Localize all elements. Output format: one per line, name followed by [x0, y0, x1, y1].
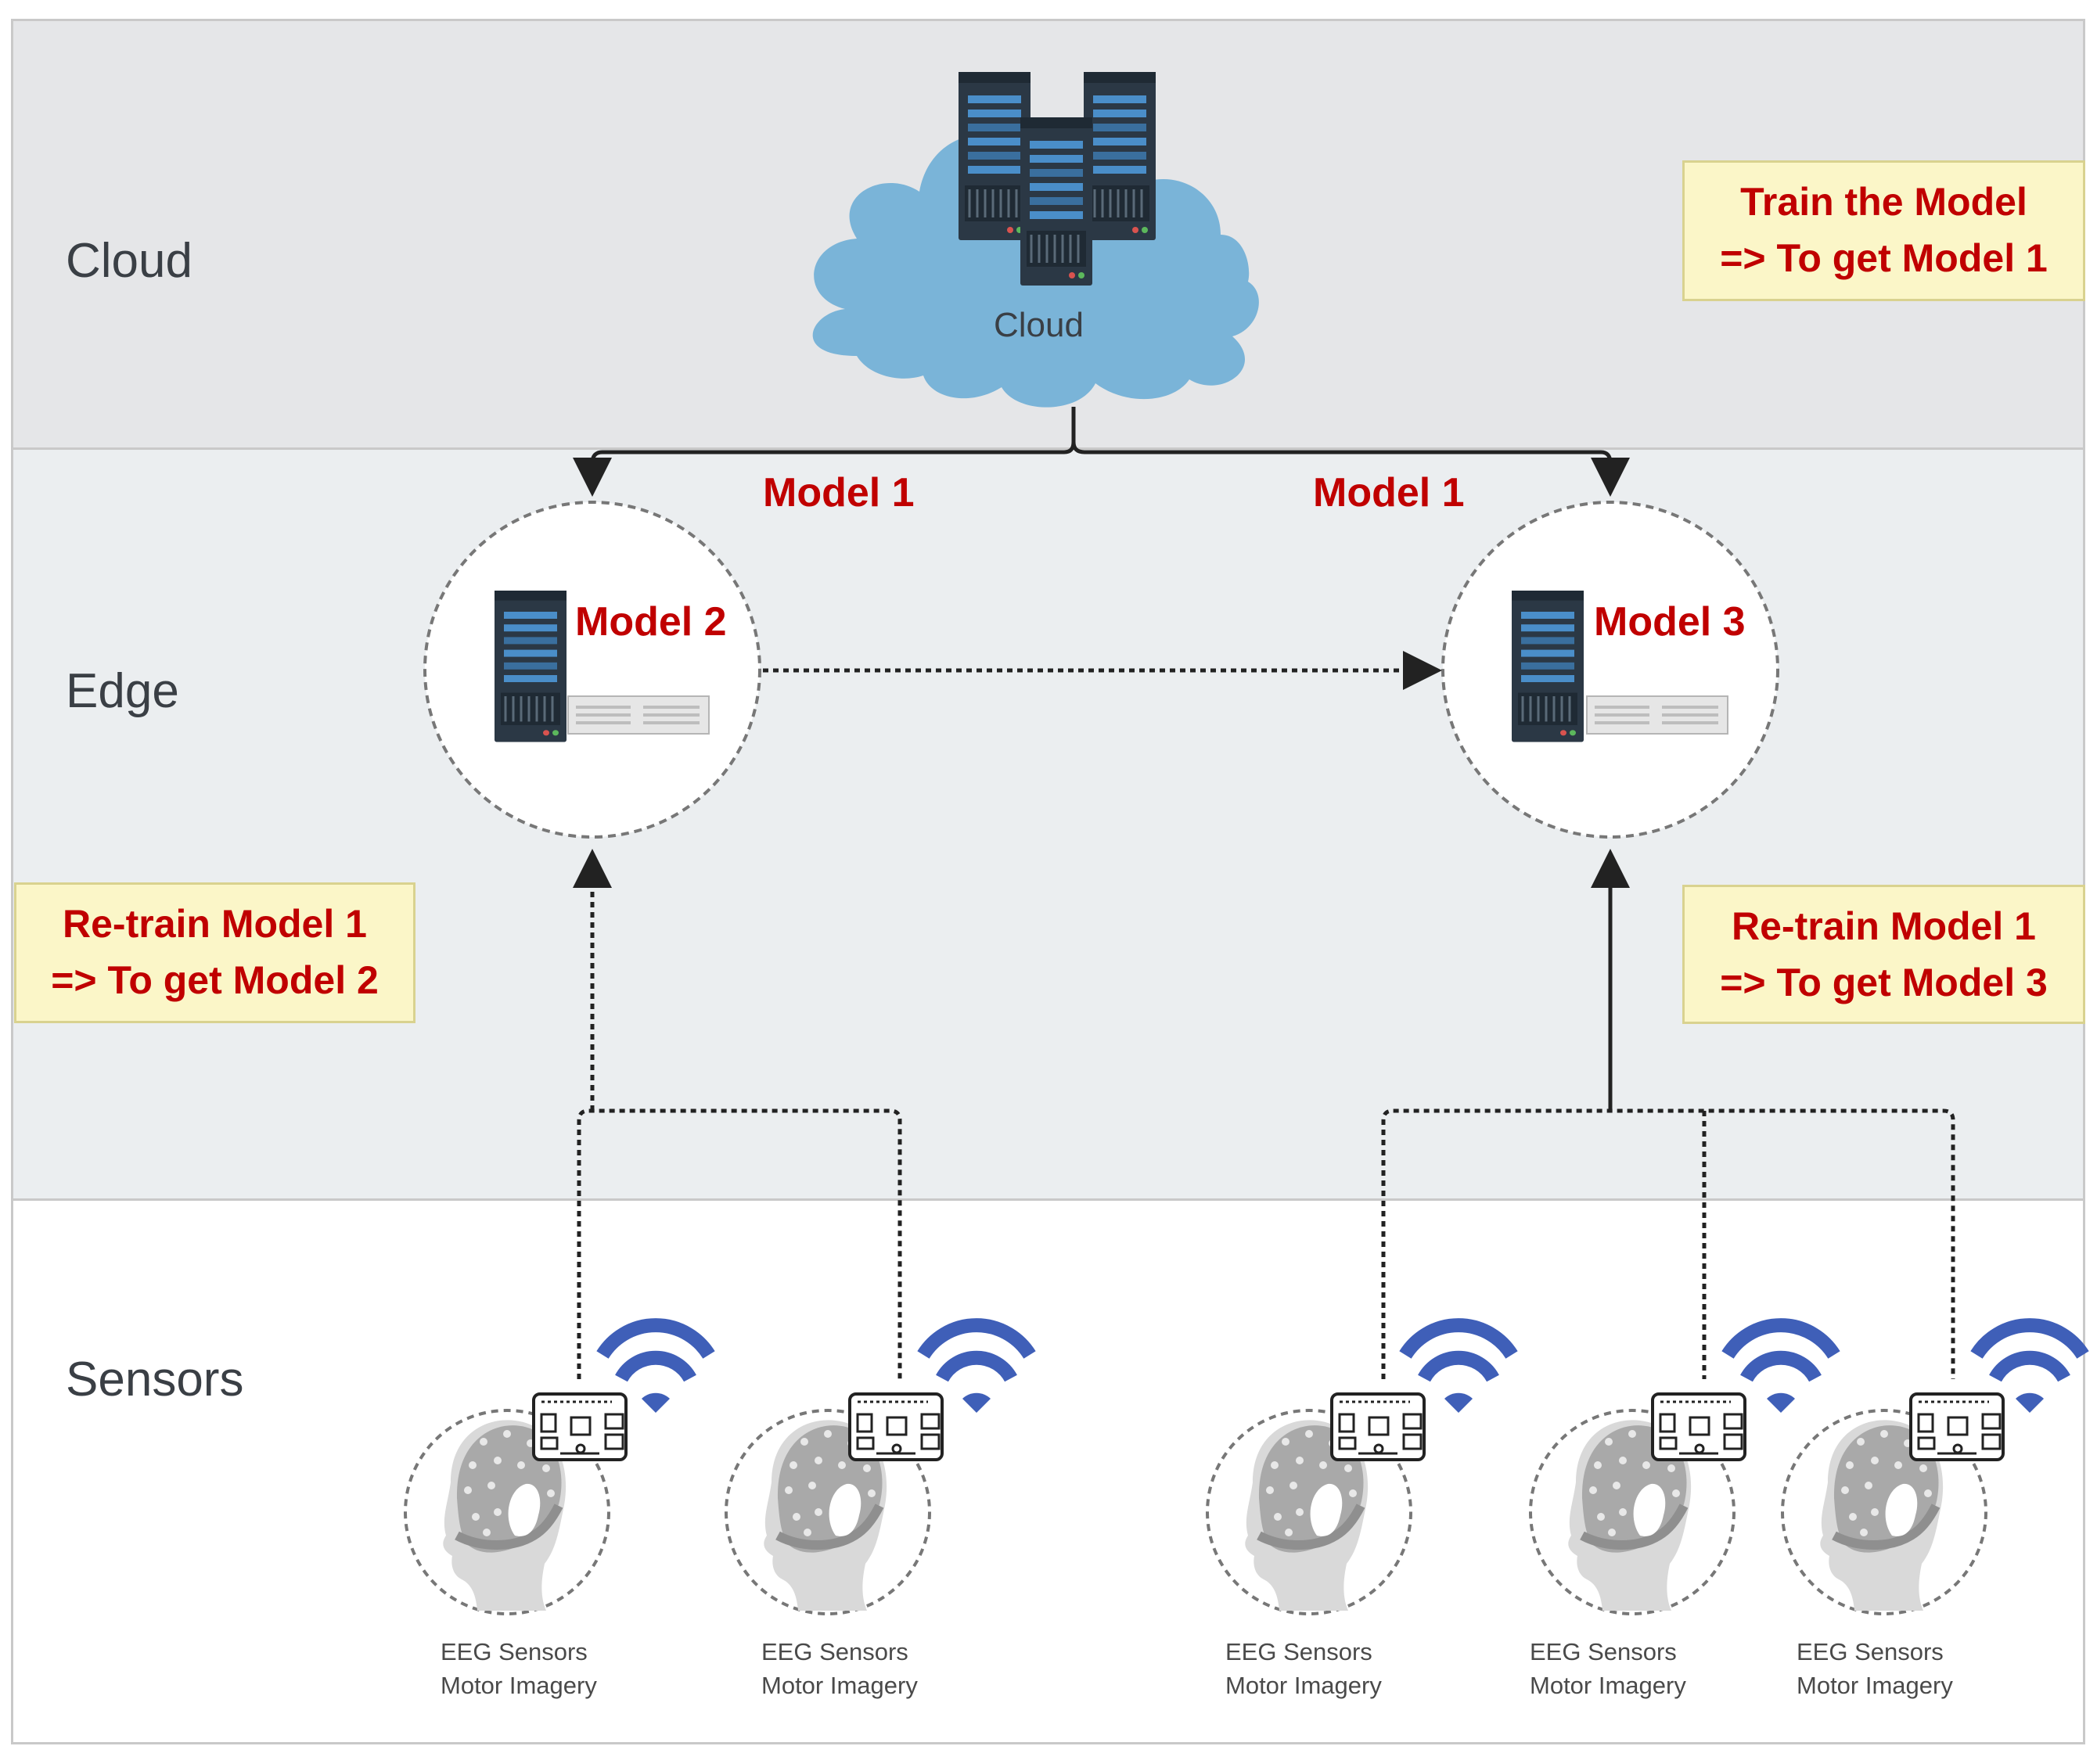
tier-label-sensors: Sensors — [66, 1353, 244, 1407]
tier-label-edge: Edge — [66, 664, 179, 718]
sensor-unit-5 — [1782, 1325, 2083, 1614]
sensor-caption-5: EEG Sensors Motor Imagery — [1797, 1635, 1953, 1702]
cloud-to-edge-connectors — [573, 407, 1630, 497]
sensor-unit-4 — [1530, 1325, 1834, 1614]
sensor-caption-2-line1: EEG Sensors — [761, 1638, 908, 1665]
sensor-caption-1-line2: Motor Imagery — [441, 1672, 597, 1699]
note-train-model: Train the Model => To get Model 1 — [1682, 160, 2085, 301]
sensor-caption-4-line1: EEG Sensors — [1530, 1638, 1677, 1665]
note-retrain-left-line2: => To get Model 2 — [51, 958, 379, 1002]
sensor-caption-1-line1: EEG Sensors — [441, 1638, 588, 1665]
note-retrain-right-line1: Re-train Model 1 — [1732, 904, 2036, 948]
sensor-unit-3 — [1207, 1325, 1512, 1614]
sensor-caption-2: EEG Sensors Motor Imagery — [761, 1635, 918, 1702]
sensor-unit-1 — [405, 1325, 709, 1614]
sensor-caption-2-line2: Motor Imagery — [761, 1672, 918, 1699]
note-retrain-left-line1: Re-train Model 1 — [63, 902, 367, 946]
sensor-caption-1: EEG Sensors Motor Imagery — [441, 1635, 597, 1702]
edge-node-left — [423, 501, 761, 839]
sensor-caption-4-line2: Motor Imagery — [1530, 1672, 1686, 1699]
sensor-caption-5-line1: EEG Sensors — [1797, 1638, 1944, 1665]
note-retrain-right-line2: => To get Model 3 — [1720, 961, 2048, 1004]
note-retrain-left: Re-train Model 1 => To get Model 2 — [14, 882, 415, 1023]
sensor-caption-5-line2: Motor Imagery — [1797, 1672, 1953, 1699]
edge-node-right-model: Model 3 — [1594, 599, 1746, 645]
sensor-caption-3: EEG Sensors Motor Imagery — [1225, 1635, 1382, 1702]
note-train-line1: Train the Model — [1740, 180, 2027, 224]
cloud-caption: Cloud — [994, 306, 1084, 344]
sensor-caption-4: EEG Sensors Motor Imagery — [1530, 1635, 1686, 1702]
sensor-caption-3-line2: Motor Imagery — [1225, 1672, 1382, 1699]
link-label-left: Model 1 — [763, 470, 915, 516]
tier-label-cloud: Cloud — [66, 234, 192, 288]
note-train-line2: => To get Model 1 — [1720, 236, 2048, 280]
sensor-caption-3-line1: EEG Sensors — [1225, 1638, 1372, 1665]
sensor-unit-2 — [726, 1325, 1030, 1614]
edge-node-left-model: Model 2 — [575, 599, 727, 645]
link-label-right: Model 1 — [1313, 470, 1465, 516]
sensors-tier — [11, 1198, 2085, 1744]
edge-node-right — [1441, 501, 1779, 839]
note-retrain-right: Re-train Model 1 => To get Model 3 — [1682, 885, 2085, 1024]
